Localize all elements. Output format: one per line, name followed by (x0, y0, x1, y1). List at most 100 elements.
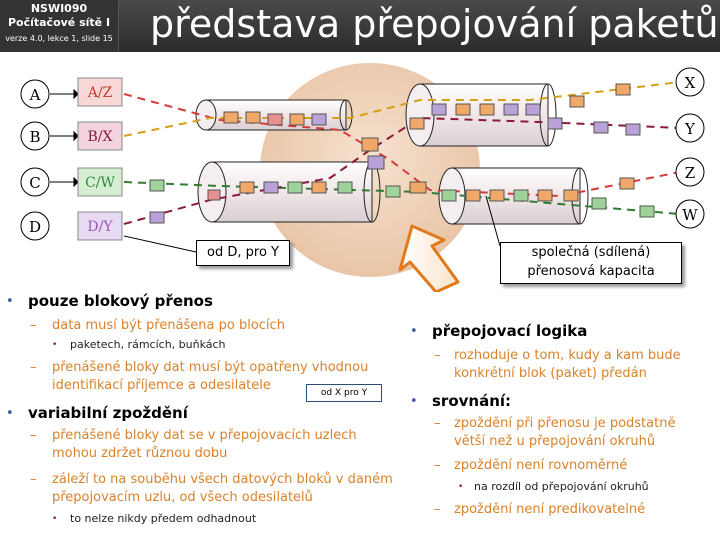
packet (409, 181, 427, 194)
callout-od-x-pro-y: od X pro Y (306, 384, 382, 402)
dest-node-x (675, 67, 705, 97)
packet (639, 205, 655, 218)
packet (569, 95, 585, 108)
packet (289, 113, 305, 126)
bullet-icon: • (6, 406, 14, 421)
dash-icon: – (30, 472, 37, 487)
course-code: NSWI090 (30, 2, 88, 15)
source-box-dy-label: D/Y (87, 219, 113, 235)
source-node-a (20, 79, 50, 109)
left-item-1-sub-2-line-1: přenášené bloky dat musí být opatřeny vh… (52, 360, 369, 375)
bullet-icon: • (410, 394, 418, 409)
packet (409, 117, 425, 130)
course-info: NSWI090 Počítačové sítě I verze 4.0, lek… (0, 0, 119, 52)
right-item-2: srovnání: (432, 392, 512, 410)
packet (367, 155, 385, 170)
packet (593, 121, 609, 134)
packet (513, 189, 529, 202)
callout-od-d-pro-y-text: od D, pro Y (207, 245, 279, 260)
packet (547, 117, 563, 130)
packet (441, 189, 457, 202)
source-node-c (20, 167, 50, 197)
callout-shared-capacity: společná (sdílená) přenosová kapacita (500, 242, 682, 284)
bullet-icon: • (458, 482, 464, 492)
right-item-2-sub-1-line-2: větší než u přepojování okruhů (454, 434, 656, 449)
dest-label-y: Y (684, 120, 696, 138)
dest-label-w: W (682, 206, 698, 224)
dash-icon: – (434, 458, 441, 473)
packet (625, 123, 641, 136)
bullet-icon: • (410, 324, 418, 339)
source-box-az (77, 77, 123, 107)
packet (337, 181, 353, 194)
dest-node-w (675, 199, 705, 229)
packet (287, 181, 303, 194)
dash-icon: – (30, 360, 37, 375)
tube-1-end (195, 99, 217, 131)
left-item-1: pouze blokový přenos (28, 292, 213, 310)
bullet-icon: • (6, 294, 14, 309)
left-item-1-sub-1: data musí být přenášena po blocích (52, 318, 285, 333)
source-box-cw-label: C/W (85, 175, 115, 191)
left-item-2-sub-1-line-2: mohou zdržet různou dobu (52, 446, 228, 461)
packet (465, 189, 481, 202)
packet (223, 111, 239, 124)
packet (149, 179, 165, 192)
packet (489, 189, 505, 202)
packet (361, 137, 379, 152)
packet (385, 185, 401, 198)
left-item-2-sub-2-sub: to nelze nikdy předem odhadnout (70, 512, 257, 525)
source-box-cw (77, 167, 123, 197)
right-item-1-sub-1-line-1: rozhoduje o tom, kudy a kam bude (454, 348, 681, 363)
packet (619, 177, 635, 190)
source-label-a: A (29, 86, 41, 104)
packet (455, 103, 471, 116)
packet (615, 83, 631, 96)
right-item-1-sub-1-line-2: konkrétní blok (paket) předán (454, 366, 647, 381)
tube-1-far-end (339, 99, 353, 131)
packet (239, 181, 255, 194)
switching-logic-arrow (398, 224, 460, 292)
transmission-tubes (195, 83, 589, 225)
dash-icon: – (30, 428, 37, 443)
packets (149, 83, 655, 224)
source-label-d: D (29, 218, 41, 236)
source-label-c: C (29, 174, 40, 192)
callout-capacity-leader (485, 195, 501, 247)
dash-icon: – (30, 318, 37, 333)
dash-icon: – (434, 348, 441, 363)
packet (311, 113, 327, 126)
right-item-2-sub-1-line-1: zpoždění při přenosu je podstatně (454, 416, 676, 431)
bullet-icon: • (52, 340, 58, 350)
dest-node-z (675, 157, 705, 187)
callout-od-d-pro-y: od D, pro Y (196, 240, 290, 266)
packet (207, 189, 221, 201)
bullet-icon: • (52, 514, 58, 524)
left-item-2-sub-2-line-1: záleží to na souběhu všech datových blok… (52, 472, 393, 487)
left-item-2-sub-2-line-2: přepojovacím uzlu, od všech odesilatelů (52, 490, 313, 505)
left-item-2: variabilní zpoždění (28, 404, 188, 422)
source-connectors (50, 88, 79, 188)
left-item-2-sub-1-line-1: přenášené bloky dat se v přepojovacích u… (52, 428, 357, 443)
dest-node-y (675, 113, 705, 143)
packet (263, 181, 279, 194)
right-item-2-sub-3: zpoždění není predikovatelné (454, 502, 646, 517)
packet (149, 211, 165, 224)
source-box-bx-label: B/X (88, 129, 113, 145)
left-item-1-sub-2-line-2: identifikací příjemce a odesilatele (52, 378, 271, 393)
course-version: verze 4.0, lekce 1, slide 15 (5, 34, 113, 43)
right-item-2-sub-2-sub: na rozdíl od přepojování okruhů (474, 480, 649, 493)
header-bar: NSWI090 Počítačové sítě I verze 4.0, lek… (0, 0, 720, 52)
left-item-1-sub-1-sub: paketech, rámcích, buňkách (70, 338, 226, 351)
packet (479, 103, 495, 116)
packet (311, 181, 327, 194)
packet (525, 103, 541, 116)
tube-3-end (405, 83, 435, 147)
right-item-2-sub-2: zpoždění není rovnoměrné (454, 458, 628, 473)
source-label-b: B (29, 128, 40, 146)
path-b-to-x (123, 81, 681, 137)
packet (563, 189, 579, 202)
callout-shared-capacity-line1: společná (sdílená) (531, 245, 651, 260)
packet (267, 113, 283, 126)
dest-label-z: Z (685, 164, 695, 182)
